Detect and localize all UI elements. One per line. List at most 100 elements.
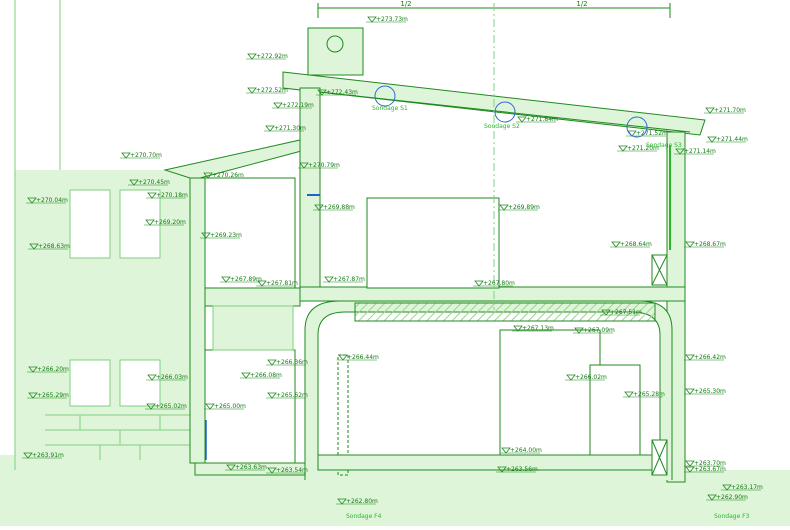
elevation-marker: +270.70m [120,152,162,159]
elevation-marker: +267.89m [220,276,262,283]
level-marker-icon [23,452,33,459]
neighbour-building [14,0,195,470]
level-marker-icon [497,466,507,473]
elevation-marker: +271.14m [674,148,716,155]
elevation-marker: +267.13m [512,325,554,332]
elevation-label: +265.28m [633,391,665,398]
level-marker-icon [513,325,523,332]
dimension-label: 1/2 [576,0,587,8]
elevation-marker: +271.84m [516,116,558,123]
elevation-label: +263.17m [731,484,763,491]
elevation-label: +271.84m [526,116,558,123]
elevation-marker: +267.80m [473,280,515,287]
elevation-label: +270.04m [36,197,68,204]
level-marker-icon [499,204,509,211]
level-marker-icon [147,192,157,199]
vent-circle-icon [326,35,344,53]
level-marker-icon [28,366,38,373]
elevation-label: +262.90m [716,494,748,501]
elevation-marker: +270.79m [298,162,340,169]
level-marker-icon [685,354,695,361]
level-marker-icon [226,464,236,471]
elevation-marker: +269.88m [313,204,355,211]
elevation-label: +272.43m [326,89,358,96]
level-marker-icon [722,484,732,491]
level-marker-icon [145,219,155,226]
elevation-label: +267.80m [483,280,515,287]
elevation-marker: +266.08m [240,372,282,379]
elevation-marker: +272.92m [246,53,288,60]
elevation-label: +264.00m [510,447,542,454]
probe-circle-icon [626,116,648,138]
elevation-marker: +267.81m [256,280,298,287]
elevation-marker: +265.29m [27,392,69,399]
level-marker-icon [205,403,215,410]
elevation-label: +266.02m [575,374,607,381]
elevation-label: +270.26m [212,172,244,179]
elevation-label: +271.52m [636,130,668,137]
elevation-marker: +272.52m [246,87,288,94]
elevation-label: +266.42m [694,354,726,361]
elevation-label: +273.73m [376,16,408,23]
probe-circle-icon [374,85,396,107]
level-marker-icon [265,125,275,132]
elevation-marker: +271.20m [617,145,659,152]
level-marker-icon [566,374,576,381]
level-marker-icon [247,53,257,60]
sondage-label: Sondage F3 [714,513,750,520]
dimension-label: 1/2 [400,0,411,8]
elevation-marker: +265.02m [145,403,187,410]
level-marker-icon [337,498,347,505]
elevation-marker: +269.20m [144,219,186,226]
elevation-marker: +265.00m [204,403,246,410]
level-marker-icon [257,280,267,287]
elevation-label: +263.63m [235,464,267,471]
level-marker-icon [247,87,257,94]
elevation-marker: +266.02m [565,374,607,381]
elevation-marker: +267.09m [573,327,615,334]
elevation-label: +268.63m [38,243,70,250]
elevation-label: +267.87m [333,276,365,283]
level-marker-icon [147,374,157,381]
elevation-label: +265.29m [37,392,69,399]
elevation-label: +270.79m [308,162,340,169]
elevation-label: +263.54m [276,467,308,474]
elevation-marker: +272.43m [316,89,358,96]
level-marker-icon [367,16,377,23]
elevation-marker: +270.18m [146,192,188,199]
elevation-marker: +268.67m [684,241,726,248]
level-marker-icon [611,241,621,248]
level-marker-icon [707,136,717,143]
elevation-label: +263.70m [694,460,726,467]
elevation-marker: +264.00m [500,447,542,454]
elevation-marker: +263.56m [496,466,538,473]
elevation-label: +269.89m [508,204,540,211]
level-marker-icon [624,391,634,398]
elevation-marker: +263.91m [22,452,64,459]
elevation-label: +271.70m [714,107,746,114]
level-marker-icon [267,392,277,399]
level-marker-icon [203,172,213,179]
elevation-label: +271.30m [274,125,306,132]
elevation-label: +266.36m [276,359,308,366]
level-marker-icon [29,243,39,250]
level-marker-icon [146,403,156,410]
elevation-marker: +266.36m [266,359,308,366]
elevation-label: +266.44m [347,354,379,361]
elevation-marker: +272.19m [272,102,314,109]
sondage-label: Sondage S2 [484,123,520,130]
elevation-marker: +270.45m [128,179,170,186]
level-marker-icon [241,372,251,379]
elevation-label: +267.81m [266,280,298,287]
sondage-label: Sondage F4 [346,513,382,520]
level-marker-icon [338,354,348,361]
elevation-label: +272.92m [256,53,288,60]
level-marker-icon [324,276,334,283]
level-marker-icon [601,309,611,316]
elevation-marker: +268.63m [28,243,70,250]
elevation-marker: +267.87m [323,276,365,283]
dimension-line [317,3,671,310]
level-marker-icon [501,447,511,454]
elevation-label: +271.14m [684,148,716,155]
